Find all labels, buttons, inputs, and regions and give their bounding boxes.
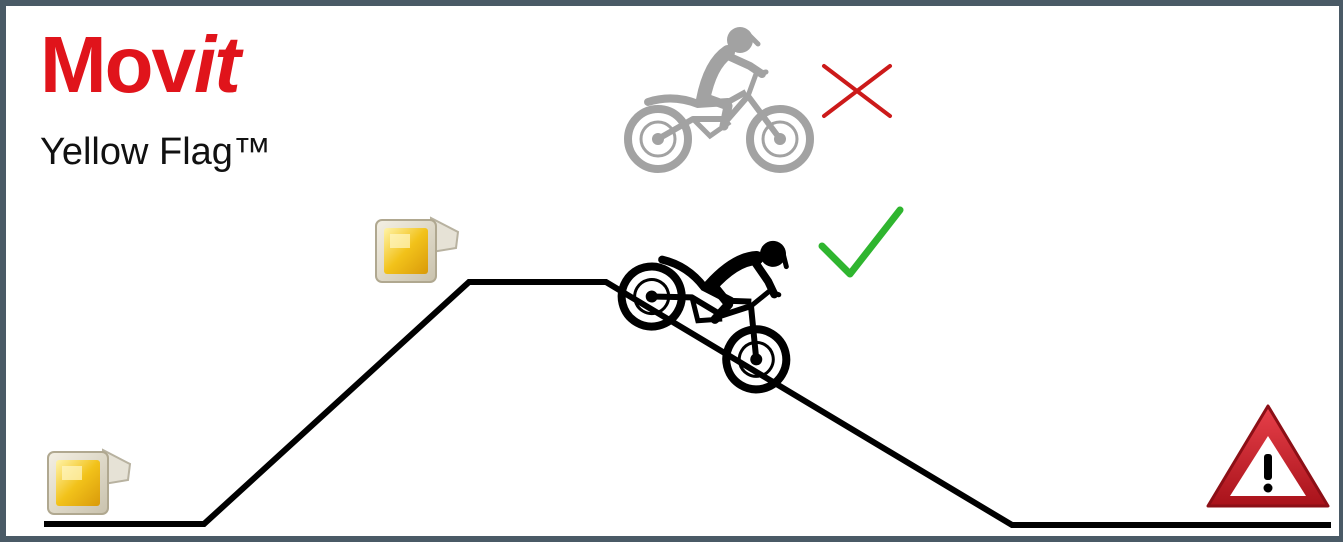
warning-triangle-icon — [1208, 406, 1328, 506]
ghost-rider-icon — [628, 27, 810, 169]
yellow-flag-light-icon — [48, 450, 130, 514]
track-line — [44, 282, 1331, 525]
rider-icon — [611, 185, 840, 400]
check-icon — [822, 210, 900, 274]
track-diagram — [6, 6, 1343, 542]
cross-icon — [824, 66, 890, 116]
yellow-flag-light-icon — [376, 218, 458, 282]
